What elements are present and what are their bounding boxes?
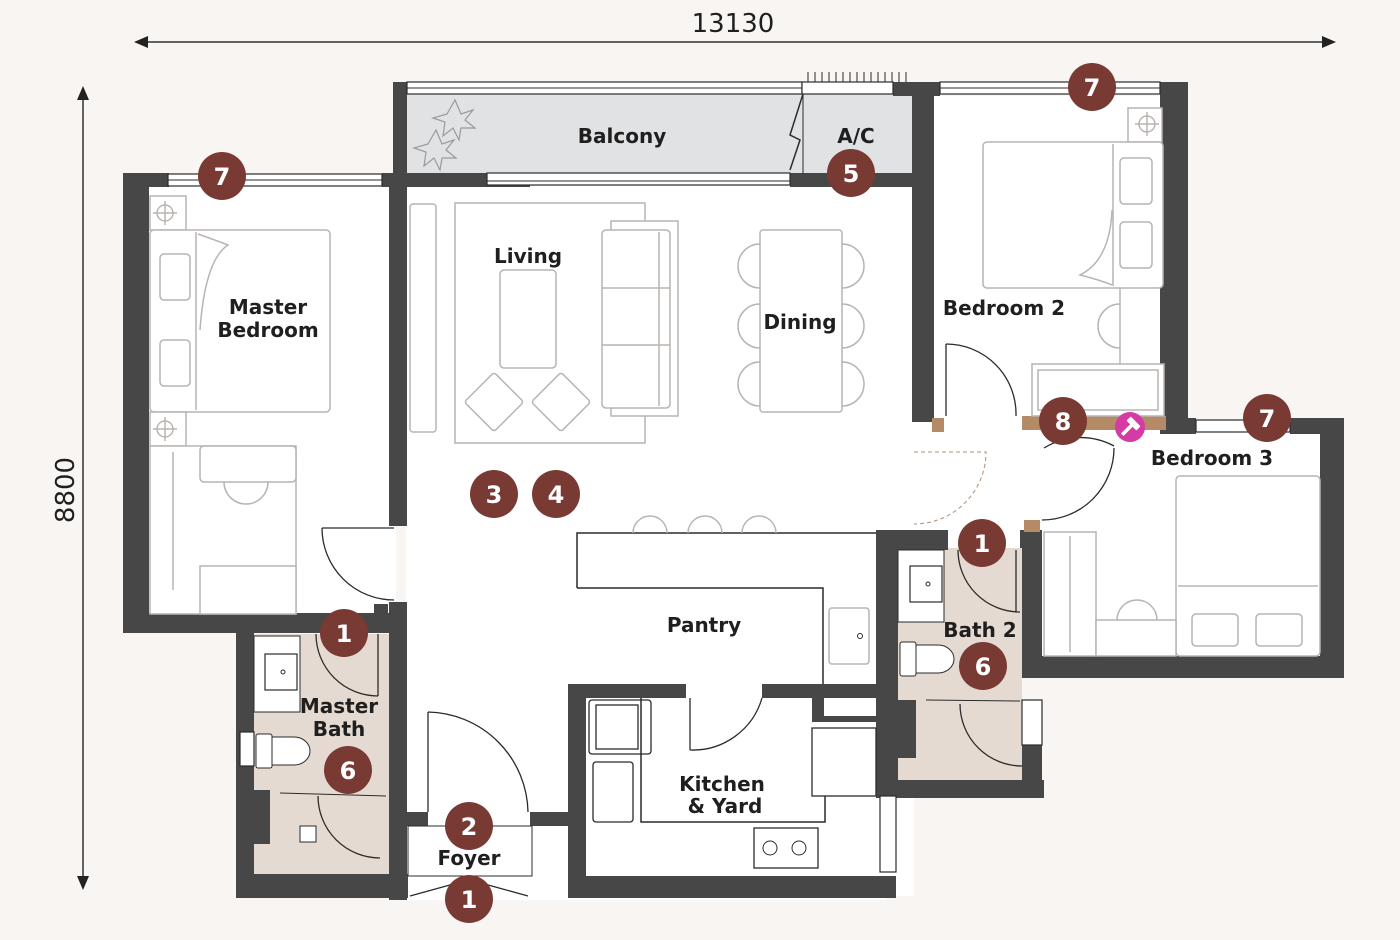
plant-icon	[411, 98, 477, 172]
room-label-master-bath-1: Master	[300, 694, 378, 718]
room-label-kitchen-1: Kitchen	[679, 772, 765, 796]
marker-number: 8	[1055, 408, 1072, 436]
room-label-bath2: Bath 2	[943, 618, 1016, 642]
marker-circle	[198, 152, 246, 200]
width-dimension: 13130	[134, 9, 1336, 48]
kitchen-furniture	[576, 515, 877, 869]
marker-number: 4	[548, 481, 565, 509]
height-dimension-label: 8800	[51, 457, 81, 523]
feature-marker-6[interactable]: 6	[324, 746, 372, 794]
marker-number: 7	[1084, 74, 1101, 102]
room-label-bedroom2: Bedroom 2	[943, 296, 1065, 320]
height-dimension: 8800	[51, 86, 89, 890]
marker-circle	[827, 149, 875, 197]
master-bath-fixtures	[253, 635, 387, 843]
dining-table	[737, 229, 865, 413]
marker-circle	[1068, 63, 1116, 111]
feature-marker-5[interactable]: 5	[827, 149, 875, 197]
balcony-floor	[406, 94, 912, 174]
room-label-living: Living	[494, 244, 562, 268]
hammer-icon	[1120, 416, 1141, 437]
feature-marker-6[interactable]: 6	[959, 642, 1007, 690]
marker-number: 3	[486, 481, 503, 509]
feature-marker-7[interactable]: 7	[1243, 394, 1291, 442]
balcony-bifold-door	[789, 93, 804, 171]
marker-number: 7	[214, 163, 231, 191]
feature-marker-1[interactable]: 1	[445, 875, 493, 923]
marker-number: 7	[1259, 405, 1276, 433]
room-label-master-bedroom-2: Bedroom	[217, 318, 318, 342]
room-label-dining: Dining	[763, 310, 836, 334]
marker-number: 1	[461, 886, 478, 914]
feature-marker-2[interactable]: 2	[445, 802, 493, 850]
dashed-door-outline	[913, 451, 987, 525]
feature-marker-7[interactable]: 7	[198, 152, 246, 200]
feature-marker-3[interactable]: 3	[470, 470, 518, 518]
marker-circle	[1039, 397, 1087, 445]
marker-circle	[470, 470, 518, 518]
living-furniture	[409, 202, 679, 444]
marker-number: 6	[975, 653, 992, 681]
hammer-badge[interactable]	[1115, 412, 1145, 442]
master-bed	[149, 195, 331, 615]
bedroom2-furniture	[982, 107, 1165, 417]
feature-marker-4[interactable]: 4	[532, 470, 580, 518]
marker-number: 2	[461, 813, 478, 841]
bath2-fixtures	[897, 549, 1021, 702]
marker-circle	[958, 519, 1006, 567]
doors	[315, 343, 1115, 897]
room-label-ac: A/C	[837, 124, 874, 148]
feature-marker-8[interactable]: 8	[1039, 397, 1087, 445]
room-label-kitchen-2: & Yard	[688, 794, 763, 818]
marker-circle	[532, 470, 580, 518]
feature-marker-1[interactable]: 1	[958, 519, 1006, 567]
marker-circle	[445, 875, 493, 923]
feature-markers: 7 5 7 8 7 3 4 1 6 1 6 2 1	[198, 63, 1291, 923]
marker-circle	[1243, 394, 1291, 442]
room-label-bedroom3: Bedroom 3	[1151, 446, 1273, 470]
marker-number: 1	[336, 620, 353, 648]
ac-grille	[807, 72, 907, 82]
width-dimension-label: 13130	[692, 9, 775, 39]
marker-circle	[445, 802, 493, 850]
marker-circle	[324, 746, 372, 794]
walls	[123, 82, 1344, 900]
bedroom3-furniture	[1043, 475, 1321, 657]
room-label-master-bedroom-1: Master	[229, 295, 307, 319]
room-label-pantry: Pantry	[667, 613, 741, 637]
room-label-master-bath-2: Bath	[313, 717, 366, 741]
marker-circle	[320, 609, 368, 657]
room-label-balcony: Balcony	[578, 124, 666, 148]
marker-number: 5	[843, 160, 860, 188]
feature-marker-7[interactable]: 7	[1068, 63, 1116, 111]
room-labels: Balcony A/C Living Dining Master Bedroom…	[217, 124, 1273, 870]
marker-number: 1	[974, 530, 991, 558]
marker-number: 6	[340, 757, 357, 785]
feature-marker-1[interactable]: 1	[320, 609, 368, 657]
room-label-foyer: Foyer	[437, 846, 500, 870]
marker-circle	[959, 642, 1007, 690]
